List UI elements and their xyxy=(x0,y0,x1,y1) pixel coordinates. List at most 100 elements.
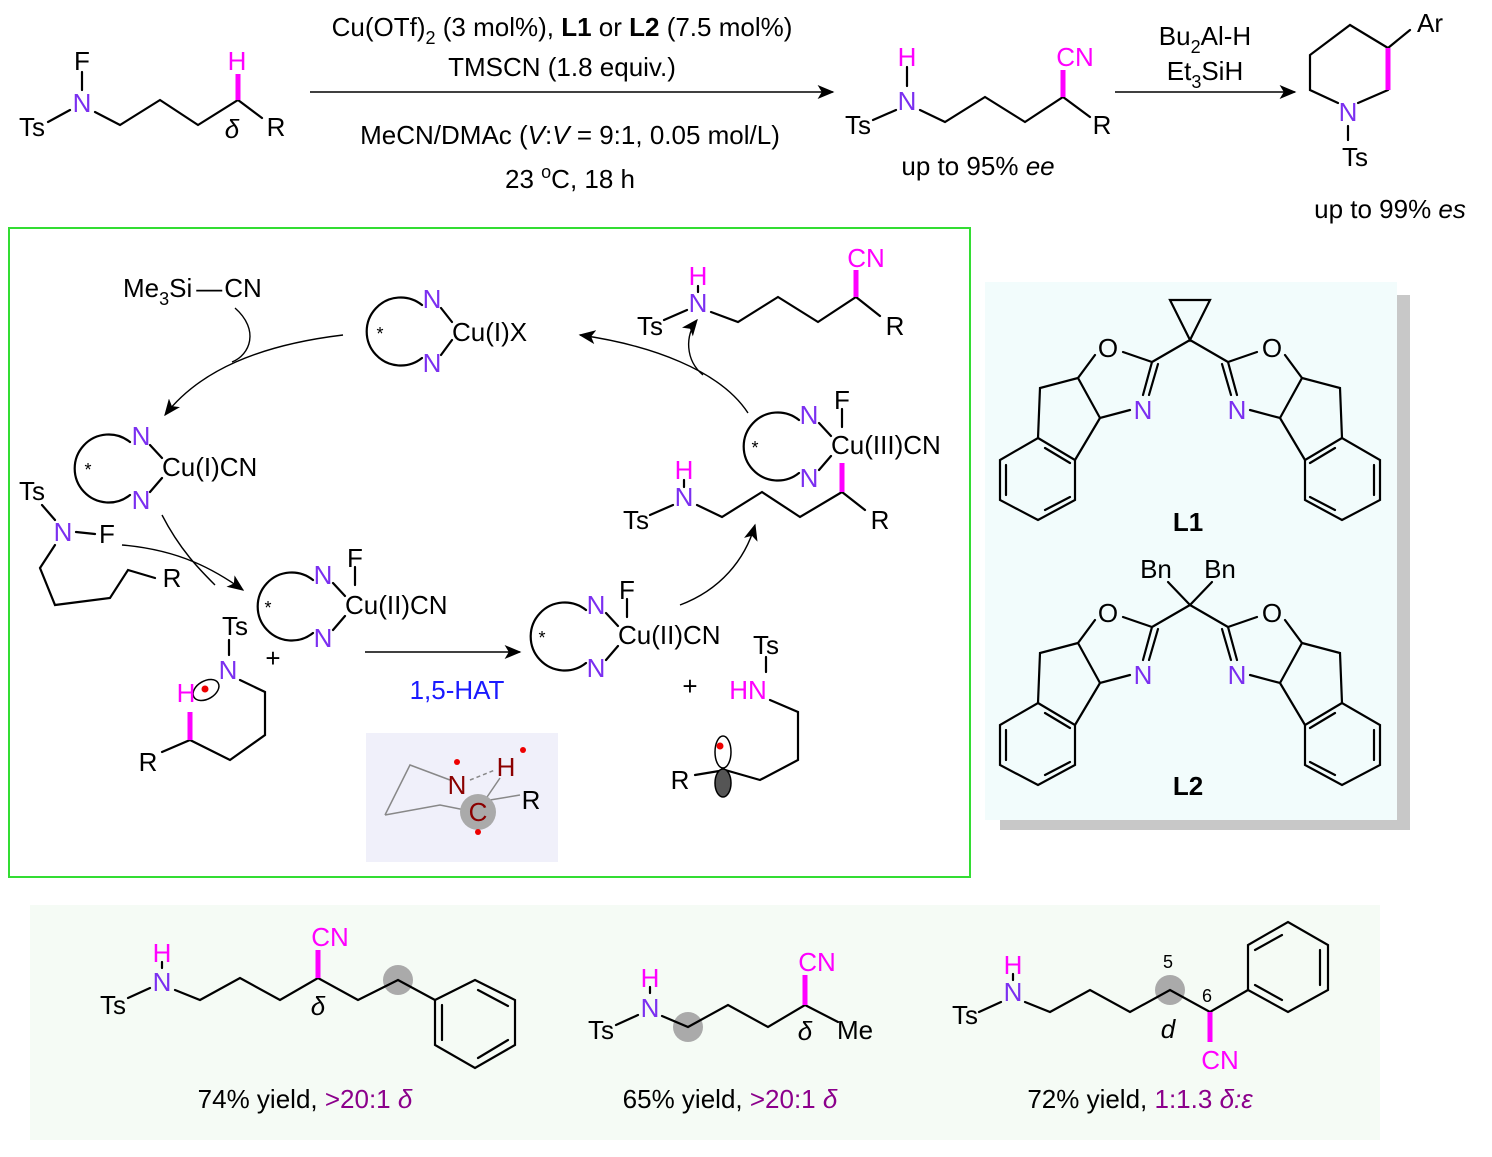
atom-h: H xyxy=(898,42,917,72)
ligand-box xyxy=(985,282,1397,820)
atom-r: R xyxy=(1093,110,1112,140)
benzyl-label: Bn xyxy=(1140,554,1172,584)
atom-o: O xyxy=(1262,333,1282,363)
cu3cn-label: Cu(III)CN xyxy=(831,430,941,460)
nitrile-product: H N Ts CN R up to 95% ee xyxy=(845,42,1111,181)
examples-panel xyxy=(30,905,1380,1140)
atom-r: R xyxy=(871,505,890,535)
atom-ts: Ts xyxy=(952,1000,978,1030)
atom-n: N xyxy=(587,653,606,683)
atom-n: N xyxy=(800,463,819,493)
plus-sign: + xyxy=(682,671,697,701)
cu2cn-label: Cu(II)CN xyxy=(345,590,448,620)
atom-n: N xyxy=(153,967,172,997)
n-fluoro-substrate: Ts N F R xyxy=(19,476,181,607)
benzyl-label: Bn xyxy=(1204,554,1236,584)
atom-n: N xyxy=(314,560,333,590)
atom-ts: Ts xyxy=(753,630,779,660)
atom-r: R xyxy=(139,747,158,777)
atom-ar: Ar xyxy=(1417,8,1443,38)
condition-catalyst: Cu(OTf)2 (3 mol%), L1 or L2 (7.5 mol%) xyxy=(332,12,793,48)
atom-n: N xyxy=(800,400,819,430)
piperidine-product: N Ts Ar up to 99% es xyxy=(1308,8,1466,224)
atom-r: R xyxy=(267,112,286,142)
atom-ts: Ts xyxy=(100,990,126,1020)
carbon-radical: Ts HN R xyxy=(671,630,800,798)
catalytic-cycle-box xyxy=(8,227,971,878)
reagent-silane: Et3SiH xyxy=(1167,56,1244,92)
ligand-l2-label: L2 xyxy=(1173,771,1203,801)
ligand-l1-label: L1 xyxy=(1173,507,1203,537)
atom-cn: CN xyxy=(847,243,885,273)
cu3cn-complex: N N F * Cu(III)CN H N Ts R xyxy=(623,385,941,535)
position-5-label: 5 xyxy=(1163,952,1173,972)
atom-h: H xyxy=(641,963,660,993)
chiral-star: * xyxy=(751,438,758,458)
atom-n: N xyxy=(73,88,92,118)
cu2cn-complex-2: N N F * Cu(II)CN xyxy=(529,575,721,683)
example-3-caption: 72% yield, 1:1.3 δ:ε xyxy=(1027,1084,1253,1114)
arrow-cu1cn-down xyxy=(161,514,216,586)
atom-n: N xyxy=(1134,395,1153,425)
arrow-to-cu1x xyxy=(578,330,749,414)
starting-material: F N Ts H δ R xyxy=(19,46,285,144)
atom-h: H xyxy=(228,46,247,76)
delta-label: δ xyxy=(225,114,240,144)
cu1x-label: Cu(I)X xyxy=(452,317,527,347)
arrow-cu1x-to-cu1cn xyxy=(164,334,344,417)
cu2cn-label: Cu(II)CN xyxy=(618,620,721,650)
ligand-l2: Bn Bn O N O N L2 xyxy=(998,554,1382,801)
atom-n: N xyxy=(423,348,442,378)
ligand-l1: O N O N L1 xyxy=(998,298,1382,537)
cycle-product: H N Ts CN R xyxy=(637,243,904,341)
atom-n: N xyxy=(132,421,151,451)
atom-n: N xyxy=(689,288,708,318)
atom-n: N xyxy=(1228,660,1247,690)
atom-cn: CN xyxy=(798,947,836,977)
hat-label: 1,5-HAT xyxy=(410,675,505,705)
atom-n: N xyxy=(675,482,694,512)
atom-f: F xyxy=(619,575,635,605)
es-label: up to 99% es xyxy=(1314,194,1466,224)
condition-solvent: MeCN/DMAc (V:V = 9:1, 0.05 mol/L) xyxy=(360,120,780,150)
plus-sign: + xyxy=(265,643,280,673)
atom-h: H xyxy=(675,455,694,485)
atom-n: N xyxy=(219,655,238,685)
chiral-star: * xyxy=(84,460,91,480)
atom-n: N xyxy=(1134,660,1153,690)
atom-n: N xyxy=(898,86,917,116)
cu1cn-label: Cu(I)CN xyxy=(162,452,257,482)
atom-n: N xyxy=(1339,97,1358,127)
atom-n: N xyxy=(448,770,467,800)
atom-cn: CN xyxy=(311,922,349,952)
atom-c: C xyxy=(469,797,488,827)
reaction-arrow-1: Cu(OTf)2 (3 mol%), L1 or L2 (7.5 mol%) T… xyxy=(310,12,835,194)
cu2cn-complex-1: N N F * Cu(II)CN xyxy=(256,543,448,653)
example-3: H N Ts 5 6 d CN 72% yield, 1:1.3 δ:ε xyxy=(952,920,1330,1114)
ee-label: up to 95% ee xyxy=(901,151,1054,181)
atom-cn: CN xyxy=(1201,1045,1239,1075)
example-2: H N Ts CN δ Me 65% yield, >20:1 δ xyxy=(588,947,873,1114)
hat-step: 1,5-HAT xyxy=(365,645,522,705)
atom-h: H xyxy=(153,938,172,968)
cu1cn-complex: N N * Cu(I)CN xyxy=(73,421,257,515)
reaction-arrow-2: Bu2Al-H Et3SiH xyxy=(1115,21,1297,99)
tmscn-reagent: Me3Si—CN xyxy=(123,273,262,363)
atom-r: R xyxy=(886,311,905,341)
atom-me: Me xyxy=(837,1015,873,1045)
tmscn-label: Me3Si—CN xyxy=(123,273,262,309)
atom-h: H xyxy=(1004,950,1023,980)
atom-h: H xyxy=(497,752,516,782)
atom-ts: Ts xyxy=(588,1015,614,1045)
atom-ts: Ts xyxy=(1342,142,1368,172)
atom-hn: HN xyxy=(729,675,767,705)
atom-ts: Ts xyxy=(637,311,663,341)
atom-o: O xyxy=(1098,598,1118,628)
atom-n: N xyxy=(314,623,333,653)
atom-n: N xyxy=(587,590,606,620)
reagent-dibal: Bu2Al-H xyxy=(1159,21,1251,57)
chiral-star: * xyxy=(264,598,271,618)
atom-f: F xyxy=(74,46,90,76)
atom-o: O xyxy=(1098,333,1118,363)
